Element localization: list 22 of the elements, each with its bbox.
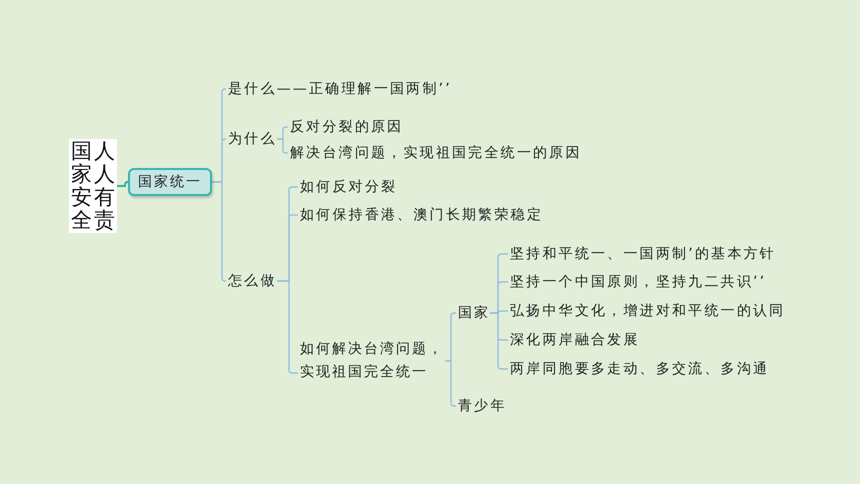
branch-label: 如何解决台湾问题，实现祖国完全统一 — [300, 338, 445, 384]
connector-line — [117, 181, 129, 187]
title-panel — [69, 139, 117, 234]
branch-label: 青少年 — [458, 396, 507, 416]
branch-label: 是什么——正确理解一国两制’’ — [228, 79, 452, 99]
branch-label: 弘扬中华文化，增进对和平统一的认同 — [510, 301, 786, 321]
branch-label: 如何保持香港、澳门长期繁荣稳定 — [300, 205, 543, 225]
branch-label: 为什么 — [228, 129, 277, 149]
branch-label: 怎么做 — [228, 271, 277, 291]
topic-box: 国家统一 — [128, 168, 212, 196]
vertical-title: 国家安全 — [71, 140, 92, 232]
branch-label: 两岸同胞要多走动、多交流、多沟通 — [510, 359, 770, 379]
branch-label: 坚持一个中国原则，坚持九二共识’’ — [510, 272, 766, 292]
branch-label: 如何反对分裂 — [300, 177, 398, 197]
branch-label: 深化两岸融合发展 — [510, 330, 640, 350]
branch-label: 反对分裂的原因 — [290, 117, 404, 137]
connector-line — [212, 181, 226, 282]
branch-label: 国家 — [458, 303, 490, 323]
connector-line — [277, 138, 288, 154]
branch-label: 坚持和平统一、一国两制’的基本方针 — [510, 244, 776, 264]
branch-label: 解决台湾问题，实现祖国完全统一的原因 — [290, 143, 582, 163]
vertical-title: 人人有责 — [94, 140, 115, 232]
